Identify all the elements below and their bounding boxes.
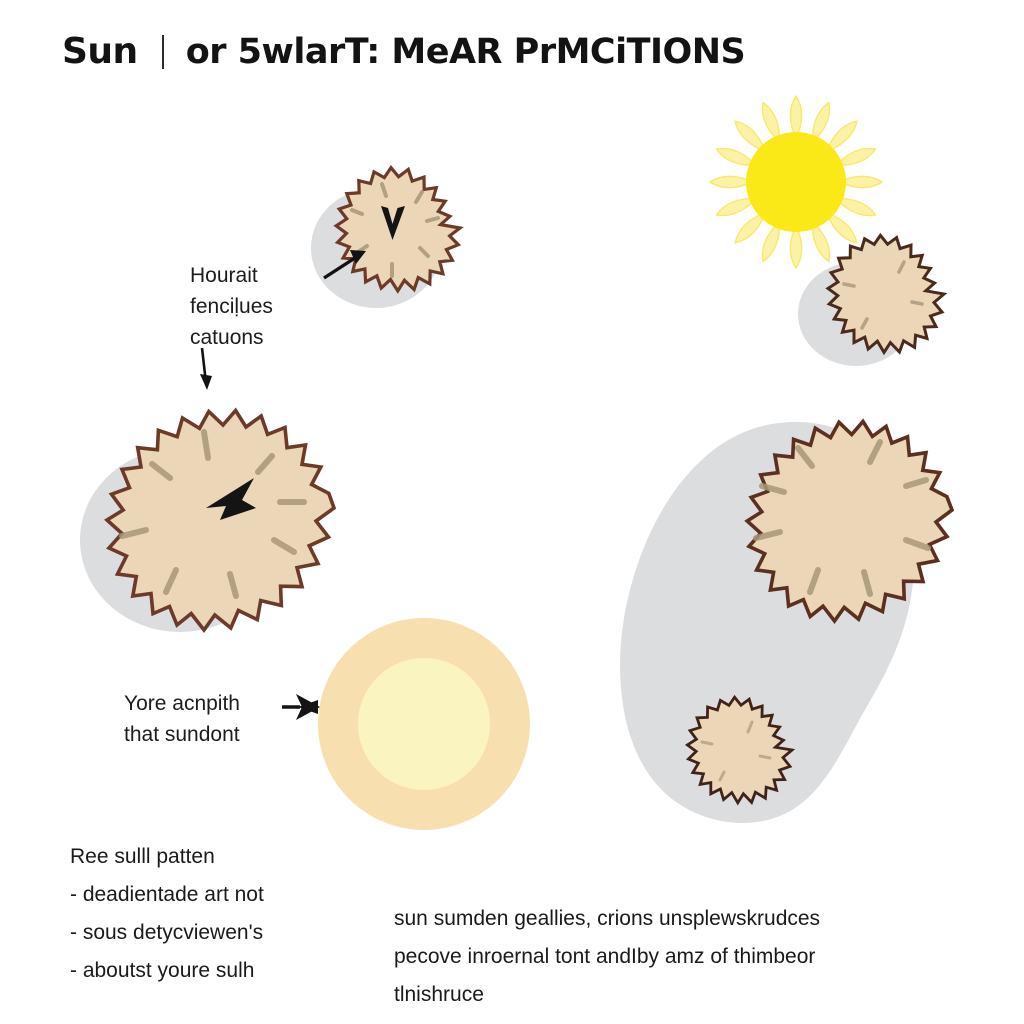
callout-lower-left-text: Yore acnpith that sundont [124, 692, 240, 746]
sun-disc [746, 132, 846, 232]
notes-item-2: - aboutst youre sulh [70, 959, 255, 982]
title-main-text: Sun [62, 31, 138, 72]
blob-mid-left [62, 347, 352, 658]
ring-inner [358, 658, 490, 790]
paragraph-line-1: pecove inroernal tont andIby amz of thim… [394, 945, 816, 968]
blob-top-right [786, 222, 966, 382]
sun-icon [706, 92, 886, 272]
blob-body [744, 418, 955, 625]
blob-body [825, 232, 948, 356]
notes-item-0: - deadientade art not [70, 883, 264, 906]
target-circle [318, 612, 542, 836]
notes-block: Ree sulll patten - deadientade art not -… [70, 838, 264, 990]
blob-hair-strokes [753, 439, 931, 597]
callout-upper-left-text: Hourait fenciḷues catuons [190, 264, 273, 349]
paragraph-block: sun sumden geallies, crions unsplewskrud… [394, 900, 820, 1014]
sun-rays [708, 94, 884, 270]
blob-body [104, 407, 337, 633]
blob-top-left [296, 138, 486, 328]
blob-body [684, 694, 796, 806]
arrow-up-right-icon [323, 250, 366, 280]
title-divider [161, 35, 164, 69]
page-title: Sun or 5wlarT: MeAR PrMCiTIONS [62, 31, 746, 72]
v-mark-icon [381, 206, 405, 240]
paragraph-line-2: tlnishruce [394, 983, 484, 1006]
blob-small-right [666, 680, 806, 820]
notes-item-1: - sous detycviewen's [70, 921, 264, 944]
title-subtitle-text: or 5wlarT: MeAR PrMCiTIONS [185, 31, 746, 72]
blob-large-right [712, 376, 972, 646]
notes-heading: Ree sulll patten [70, 845, 215, 868]
pointer-line-upper-left [200, 347, 212, 390]
blob-hair-strokes [119, 429, 307, 599]
arrow-left-mark-icon [206, 478, 256, 520]
arrow-left-icon [280, 688, 338, 728]
blob-body [333, 165, 464, 294]
paragraph-line-0: sun sumden geallies, crions unsplewskrud… [394, 907, 821, 930]
